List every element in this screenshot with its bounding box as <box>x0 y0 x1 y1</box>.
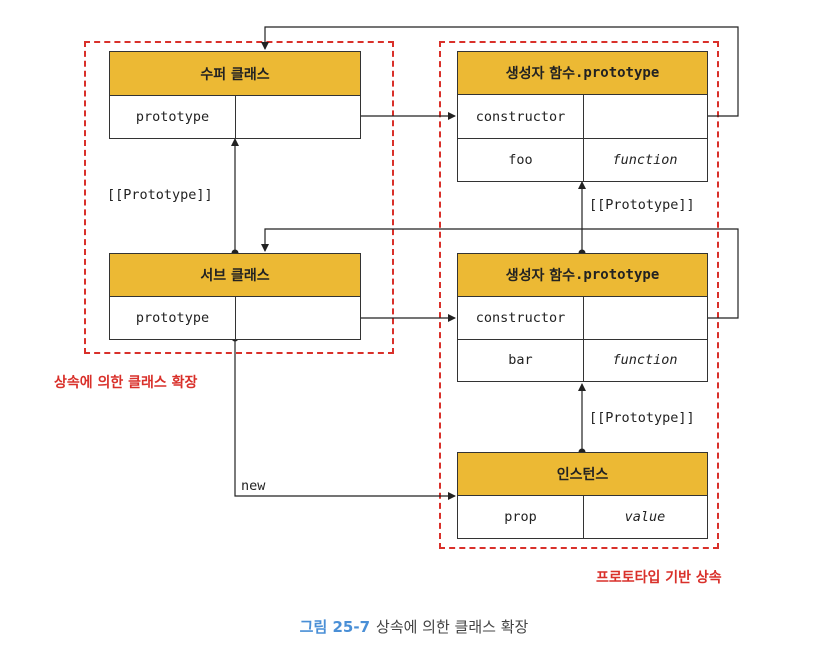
right-prototype-top-label: [[Prototype]] <box>589 197 695 213</box>
new-label: new <box>241 478 266 494</box>
ctor-prototype-mid-bar-key: bar <box>508 352 533 368</box>
ctor-prototype-top-title-kr: 생성자 함수 <box>505 66 575 82</box>
super-class-title: 수퍼 클래스 <box>110 52 360 96</box>
sub-class-prototype-key: prototype <box>135 310 210 326</box>
instance-prop-key: prop <box>504 509 537 525</box>
super-class-node: 수퍼 클래스 prototype <box>109 51 361 139</box>
instance-prop-value: value <box>624 509 666 525</box>
class-extension-label: 상속에 의한 클래스 확장 <box>54 375 198 391</box>
left-prototype-label: [[Prototype]] <box>107 187 213 203</box>
edge-right-prototype-bottom <box>578 383 586 456</box>
sub-class-title: 서브 클래스 <box>110 254 360 297</box>
ctor-prototype-mid-constructor-key: constructor <box>475 310 566 326</box>
edge-new <box>231 334 456 500</box>
ctor-prototype-top-foo-value: function <box>612 151 678 168</box>
figure-caption-text: 상속에 의한 클래스 확장 <box>376 618 529 636</box>
super-class-prototype-key: prototype <box>135 109 210 125</box>
ctor-prototype-top-constructor-key: constructor <box>475 108 566 125</box>
ctor-prototype-top-title-mono: .prototype <box>574 65 660 81</box>
ctor-prototype-top-node: 생성자 함수.prototype constructor foo functio… <box>457 51 708 182</box>
edge-left-prototype <box>231 138 239 257</box>
figure-caption: 그림 25-7 상속에 의한 클래스 확장 <box>0 616 828 637</box>
instance-node: 인스턴스 prop value <box>457 452 708 539</box>
sub-class-node: 서브 클래스 prototype <box>109 253 361 340</box>
prototype-inheritance-group <box>439 41 719 549</box>
class-extension-group <box>84 41 394 354</box>
ctor-prototype-mid-title-kr: 생성자 함수 <box>505 268 575 284</box>
ctor-prototype-mid-node: 생성자 함수.prototype constructor bar functio… <box>457 253 708 382</box>
figure-number: 그림 25-7 <box>299 618 371 636</box>
edge-right-prototype-top <box>578 181 586 257</box>
ctor-prototype-top-title: 생성자 함수.prototype <box>458 52 707 95</box>
ctor-prototype-mid-bar-value: function <box>612 352 678 368</box>
ctor-prototype-mid-title: 생성자 함수.prototype <box>458 254 707 297</box>
ctor-prototype-top-foo-key: foo <box>508 151 533 168</box>
ctor-prototype-mid-title-mono: .prototype <box>574 267 660 283</box>
right-prototype-bottom-label: [[Prototype]] <box>589 410 695 426</box>
instance-title: 인스턴스 <box>458 453 707 496</box>
prototype-inheritance-label: 프로토타입 기반 상속 <box>596 570 722 586</box>
